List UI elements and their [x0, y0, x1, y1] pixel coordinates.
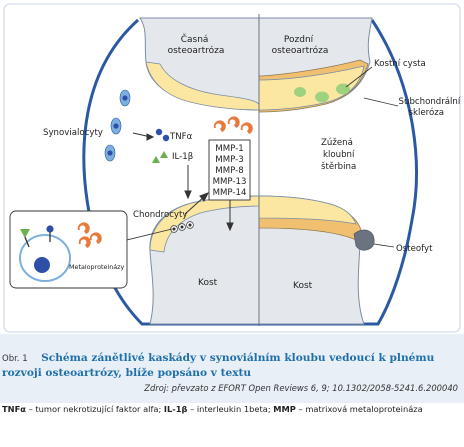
- arrow-chondrocytes-to-mmp: [184, 195, 206, 215]
- abbr-def: – matrixová metaloproteináza: [295, 404, 423, 414]
- pointer-osteophyte: [373, 243, 395, 248]
- abbreviations: TNFα – tumor nekrotizující faktor alfa; …: [2, 403, 457, 415]
- abbr-term: IL-1β: [163, 404, 188, 414]
- mmp-item: MMP-13: [213, 177, 247, 187]
- late-lower-cartilage: [259, 195, 357, 225]
- chondrocyte-cluster: [170, 221, 194, 233]
- mmp-item: MMP-3: [215, 155, 243, 165]
- early-upper-cartilage: [145, 61, 259, 111]
- chondrocytes-label: Chondrocyty: [133, 210, 187, 220]
- late-upper-cartilage: [259, 65, 365, 111]
- tnf-molecule: [155, 128, 163, 136]
- osteophyte: [353, 229, 375, 251]
- bone-cyst-label: Kostní cysta: [374, 59, 426, 69]
- bone-cyst-1: [294, 87, 306, 97]
- tnf-label: TNFα: [169, 132, 193, 142]
- metalloproteinases-label: Metaloproteinázy: [69, 263, 125, 271]
- tnf-molecule: [162, 134, 170, 142]
- mmp-box: [208, 139, 251, 201]
- inset-enzymes: [77, 222, 102, 248]
- early-oa-label: Časná osteoartróza: [168, 33, 225, 56]
- figure-number: Obr. 1: [2, 354, 28, 364]
- figure-source: Zdroj: převzato z EFORT Open Reviews 6, …: [144, 383, 458, 393]
- abbr-def: – interleukin 1beta;: [187, 404, 274, 414]
- inset-receptor-1: [24, 236, 30, 248]
- late-oa-label: Pozdní osteoartróza: [272, 35, 329, 56]
- abbr-term: TNFα: [2, 404, 26, 414]
- mmp-item: MMP-1: [215, 144, 243, 154]
- synovial-nucleus: [122, 95, 128, 101]
- caption-title: Obr. 1 Schéma zánětlivé kaskády v synovi…: [2, 351, 462, 380]
- bone-cyst-2: [315, 91, 329, 103]
- caption-panel: Obr. 1 Schéma zánětlivé kaskády v synovi…: [0, 334, 464, 403]
- early-lower-cartilage: [149, 195, 259, 253]
- il1b-label: IL-1β: [172, 152, 193, 162]
- il1b-molecule: [152, 156, 160, 163]
- bone-label-left: Kost: [198, 278, 218, 288]
- abbr-term: MMP: [273, 404, 296, 414]
- osteophyte-label: Osteofyt: [396, 244, 433, 254]
- inset-nucleus: [34, 257, 50, 273]
- synovial-cell-group: [104, 89, 131, 162]
- abbr-def: – tumor nekrotizující faktor alfa;: [25, 404, 164, 414]
- synovial-nucleus: [113, 123, 119, 129]
- mmp-item: MMP-8: [215, 166, 243, 176]
- pointer-sclerosis: [363, 97, 399, 107]
- narrowed-gap-label: Zúžená kloubní štěrbina: [321, 138, 357, 172]
- il1b-molecule: [160, 151, 168, 158]
- subchondral-sclerosis-label: Subchondrální skleróza: [399, 97, 463, 118]
- mmp-item: MMP-14: [213, 188, 247, 198]
- figure-title: Schéma zánětlivé kaskády v synoviálním k…: [2, 352, 435, 379]
- bone-label-right: Kost: [293, 281, 313, 291]
- joint-capsule: [82, 18, 418, 326]
- synoviocytes-label: Synovialocyty: [43, 128, 103, 138]
- inset-pointer: [126, 228, 173, 241]
- abbreviations-panel: TNFα – tumor nekrotizující faktor alfa; …: [0, 403, 464, 447]
- synovial-nucleus: [107, 150, 113, 156]
- enzyme-group-top: [213, 116, 253, 134]
- pointer-bone-cyst: [345, 66, 373, 88]
- inset-ligand-icon: [46, 225, 54, 233]
- inset-ligand-icon: [20, 229, 30, 238]
